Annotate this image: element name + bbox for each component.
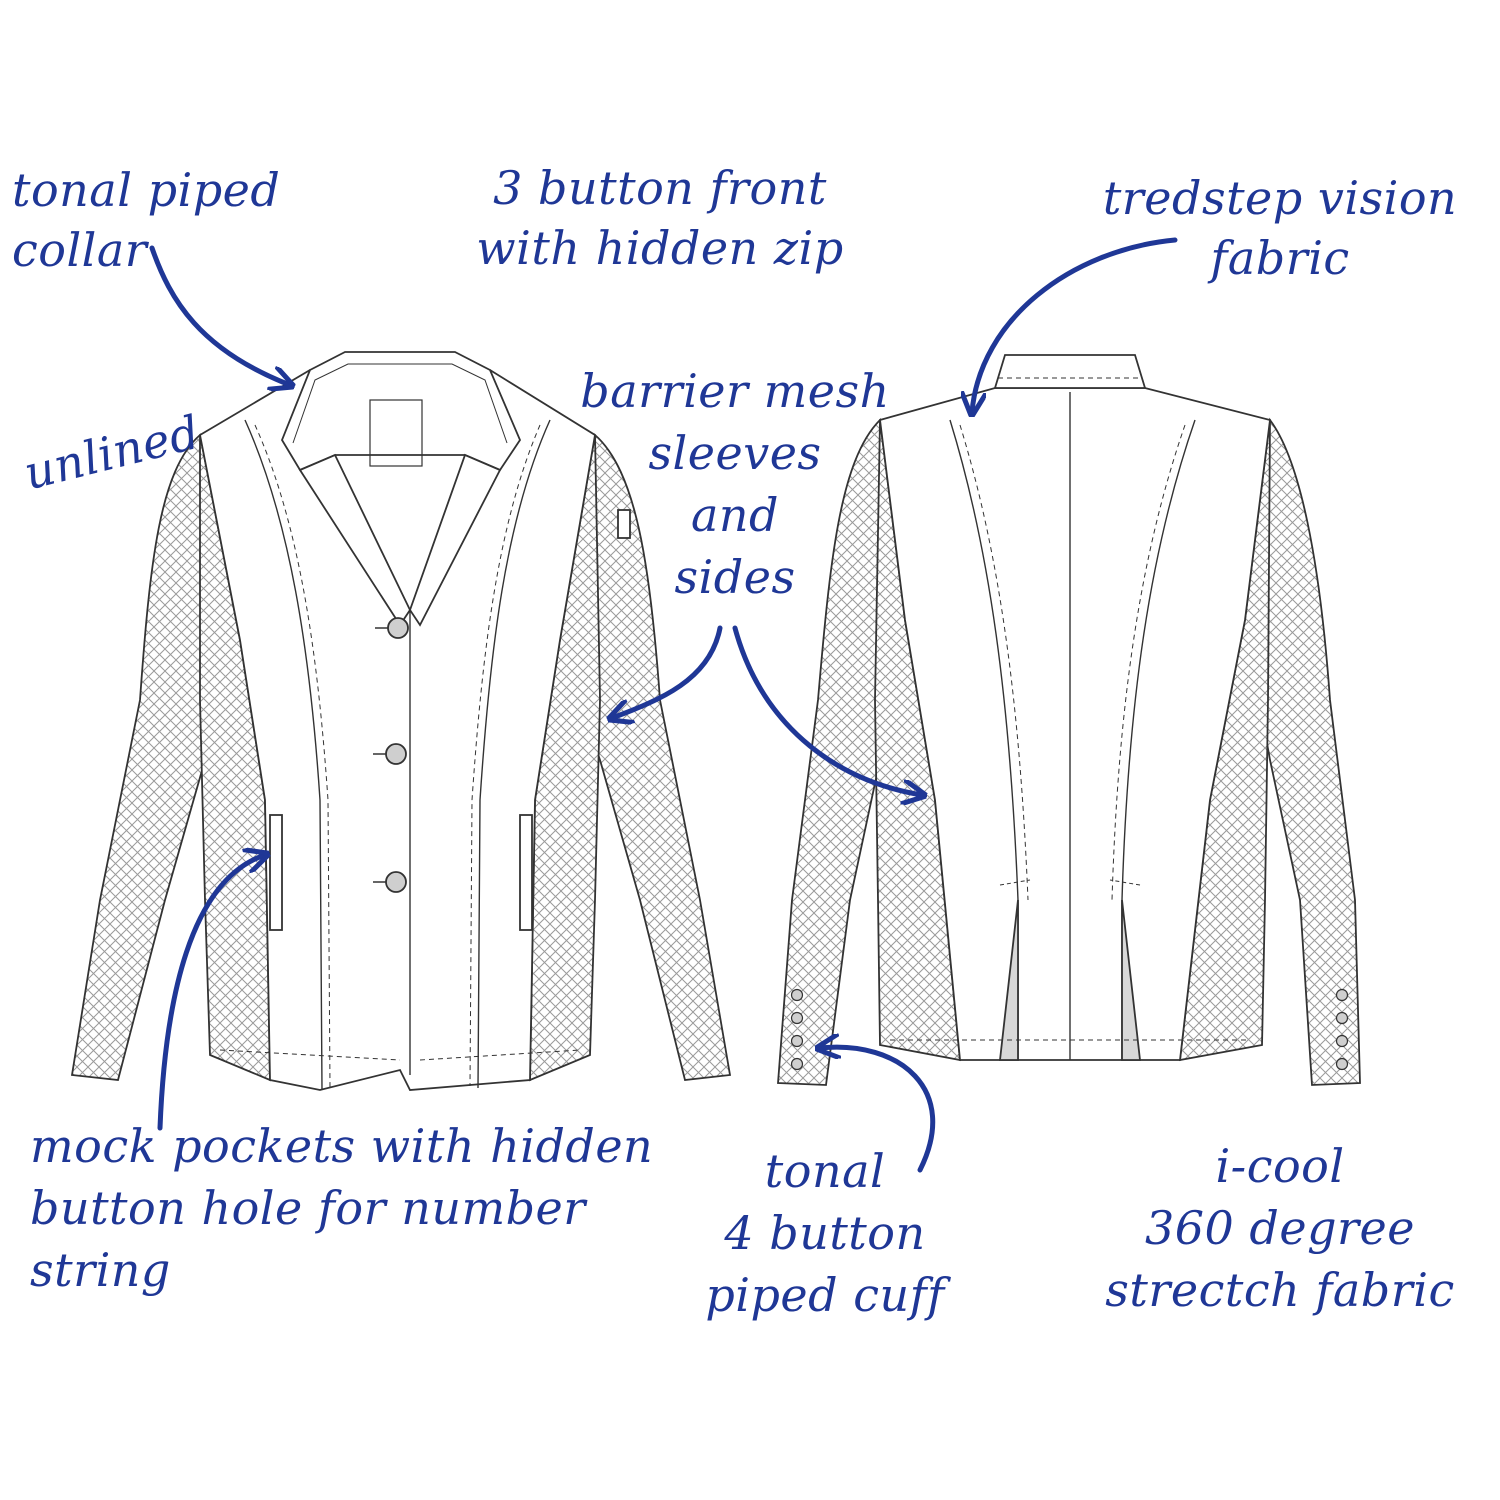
label-pockets-line-3: string (30, 1243, 171, 1297)
arrow-collar (149, 245, 290, 385)
label-vision: tredstep vision fabric (1100, 168, 1460, 288)
front-collar (280, 351, 522, 472)
label-icool-line-3: strectch fabric (1105, 1263, 1455, 1317)
label-vision-line-1: tredstep vision (1102, 171, 1458, 225)
arrow-pockets (157, 855, 265, 1131)
label-pockets: mock pockets with hidden button hole for… (30, 1115, 653, 1301)
label-front: 3 button front with hidden zip (470, 158, 850, 278)
front-button-2 (385, 743, 407, 765)
label-vision-line-2: fabric (1210, 231, 1350, 285)
front-left-pocket (269, 814, 283, 931)
back-left-sleeve (777, 418, 906, 1086)
back-right-sleeve (1244, 417, 1361, 1086)
label-front-line-1: 3 button front (493, 161, 827, 215)
label-icool: i-cool 360 degree strectch fabric (1090, 1135, 1470, 1321)
label-mesh-line-4: sides (674, 550, 796, 604)
label-cuff: tonal 4 button piped cuff (690, 1140, 960, 1326)
label-mesh: barrier mesh sleeves and sides (575, 360, 895, 608)
front-right-sleeve (559, 433, 732, 1081)
back-view (777, 354, 1361, 1086)
arrow-mesh-left (612, 625, 723, 718)
front-left-sleeve (70, 433, 241, 1081)
label-cuff-line-2: 4 button (724, 1206, 926, 1260)
back-collar (993, 354, 1147, 389)
arrow-cuff (820, 1047, 935, 1173)
label-front-line-2: with hidden zip (476, 221, 844, 275)
arrow-mesh-right (732, 625, 922, 795)
label-mesh-line-3: and (691, 488, 779, 542)
label-mesh-line-2: sleeves (648, 426, 822, 480)
label-pockets-line-1: mock pockets with hidden (30, 1119, 654, 1173)
back-right-cuff-buttons (1335, 988, 1349, 1071)
label-pockets-line-2: button hole for number (30, 1181, 586, 1235)
back-left-vent (998, 899, 1019, 1061)
front-right-pocket (519, 814, 533, 931)
label-collar: tonal piped collar (12, 160, 280, 280)
label-cuff-line-1: tonal (764, 1144, 886, 1198)
back-left-cuff-buttons (790, 988, 804, 1071)
front-view (70, 351, 732, 1091)
annotation-arrows (149, 237, 1178, 1173)
arrow-vision (972, 237, 1178, 412)
label-collar-line-1: tonal piped (12, 163, 281, 217)
label-cuff-line-3: piped cuff (705, 1268, 945, 1322)
label-mesh-line-1: barrier mesh (580, 364, 890, 418)
label-icool-line-2: 360 degree (1145, 1201, 1415, 1255)
front-button-3 (385, 871, 407, 893)
label-collar-line-2: collar (12, 223, 148, 277)
label-icool-line-1: i-cool (1215, 1139, 1345, 1193)
back-right-vent (1121, 899, 1142, 1061)
front-button-1 (387, 617, 409, 639)
